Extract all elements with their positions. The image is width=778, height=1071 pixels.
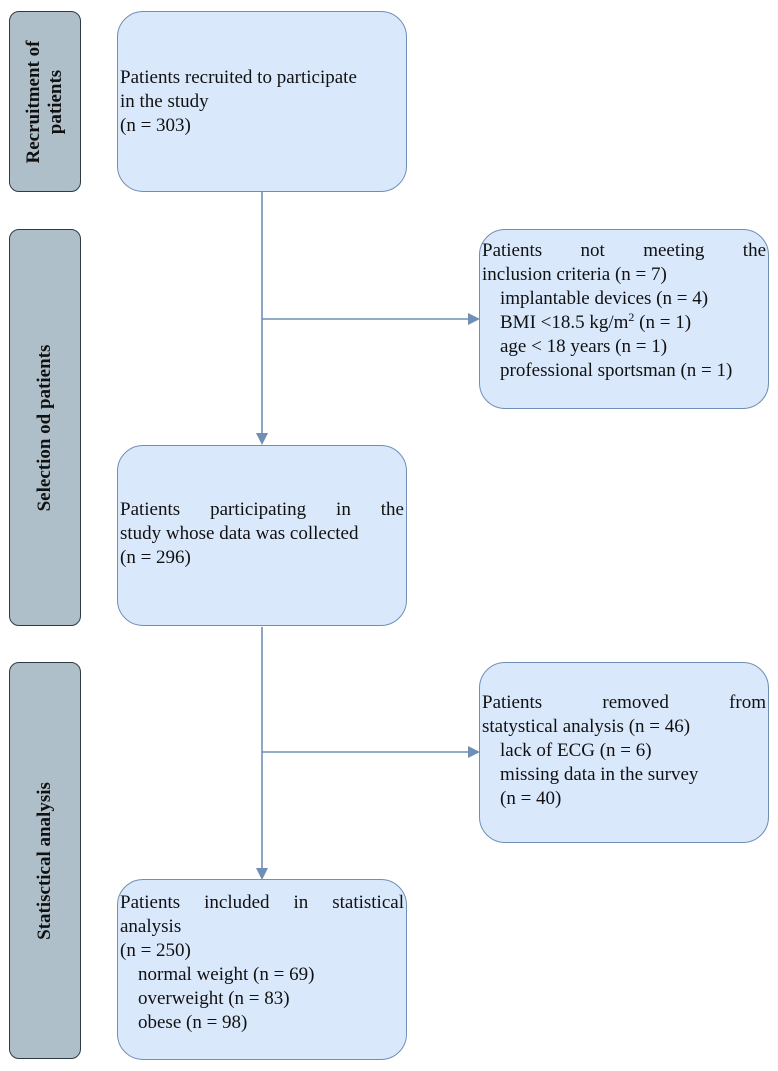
not-meeting-item-age: age < 18 years (n = 1) [500, 336, 668, 357]
included-item-obese: obese (n = 98) [138, 1012, 248, 1033]
recruited-count: (n = 303) [120, 115, 191, 136]
box-removed: Patients removed from statystical analys… [479, 662, 769, 843]
removed-item-survey-count: (n = 40) [500, 788, 562, 809]
included-line1: Patients included in statistical [120, 892, 404, 913]
box-participating: Patients participating in the study whos… [117, 445, 407, 626]
included-count: (n = 250) [120, 940, 191, 961]
not-meeting-line1: Patients not meeting the [482, 240, 766, 261]
box-included: Patients included in statistical analysi… [117, 879, 407, 1060]
not-meeting-item-sportsman: professional sportsman (n = 1) [500, 360, 733, 381]
participating-count: (n = 296) [120, 547, 191, 568]
phase-analysis: Statisctical analysis [9, 662, 81, 1059]
participating-line1: Patients participating in the [120, 499, 404, 520]
box-recruited: Patients recruited to participate in the… [117, 11, 407, 192]
recruited-line2: in the study [120, 91, 209, 112]
removed-item-survey: missing data in the survey [500, 764, 699, 785]
removed-line1: Patients removed from [482, 692, 766, 713]
bmi-text: BMI <18.5 kg/m [500, 312, 629, 333]
phase-recruitment: Recruitment of patients [9, 11, 81, 192]
recruited-line1: Patients recruited to participate [120, 67, 357, 88]
not-meeting-item-devices: implantable devices (n = 4) [500, 288, 709, 309]
participating-line2: study whose data was collected [120, 523, 359, 544]
not-meeting-item-bmi: BMI <18.5 kg/m2 (n = 1) [482, 311, 766, 335]
included-line2: analysis [120, 916, 182, 937]
phase-selection: Selection od patients [9, 229, 81, 626]
bmi-superscript: 2 [628, 310, 635, 324]
included-item-normal: normal weight (n = 69) [138, 964, 315, 985]
bmi-count: (n = 1) [634, 312, 692, 333]
not-meeting-line2: inclusion criteria (n = 7) [482, 264, 667, 285]
removed-line2: statystical analysis (n = 46) [482, 716, 691, 737]
box-not-meeting-criteria: Patients not meeting the inclusion crite… [479, 229, 769, 409]
included-item-overweight: overweight (n = 83) [138, 988, 290, 1009]
removed-item-ecg: lack of ECG (n = 6) [500, 740, 652, 761]
